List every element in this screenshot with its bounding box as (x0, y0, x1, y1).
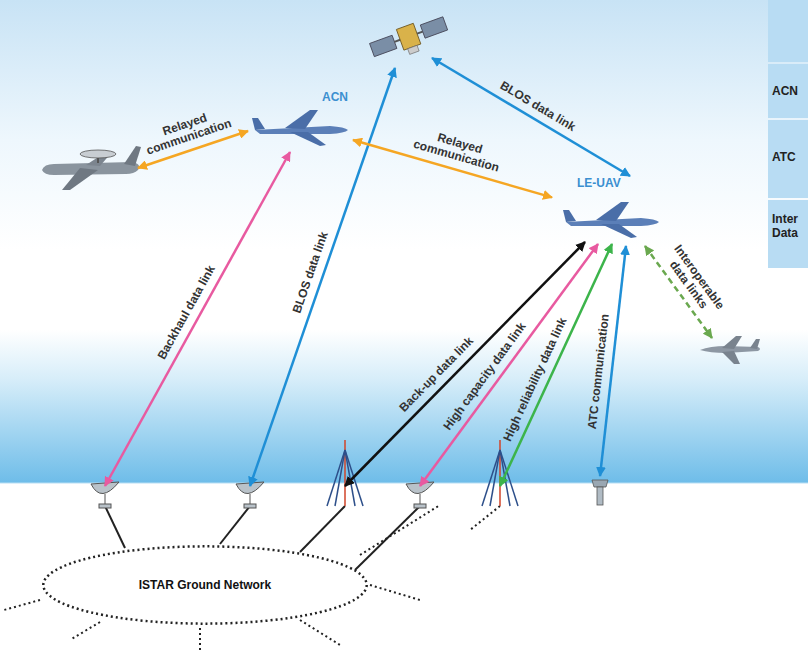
data-link-arrow (250, 68, 395, 486)
aircraft-label: LE-UAV (577, 176, 621, 190)
data-link-arrow (345, 242, 585, 486)
aircraft-label: ACN (322, 90, 348, 104)
uav-aircraft (555, 200, 667, 240)
table-cell: Inter Data (772, 212, 806, 241)
data-link-arrow (105, 152, 290, 486)
link-label: ATC communication (586, 313, 612, 430)
control-tower (592, 480, 608, 505)
link-label: Backhaul data link (155, 264, 218, 363)
link-label: Relayed communication (406, 124, 509, 177)
link-label: Interoperable data links (655, 235, 732, 327)
fighter-jet (700, 336, 760, 364)
uav-aircraft (250, 108, 350, 148)
data-link-arrow (500, 244, 612, 486)
satellite (368, 13, 451, 66)
aircraft-node: ACN (250, 90, 350, 148)
table-panel (768, 0, 808, 268)
awacs-aircraft (42, 146, 141, 190)
antenna-mast (327, 440, 518, 506)
aircraft-node: LE-UAV (555, 176, 667, 240)
table-cell: ACN (772, 84, 806, 98)
network-label: ISTAR Ground Network (139, 578, 271, 592)
network-node: ISTAR Ground Network (40, 543, 370, 627)
network-extension (4, 505, 500, 652)
link-label: Relayed communication (140, 105, 234, 159)
table-cell: ATC (772, 150, 806, 164)
link-label: BLOS data link (291, 231, 331, 316)
link-label: BLOS data link (498, 79, 578, 134)
satellite-dish (91, 482, 434, 508)
